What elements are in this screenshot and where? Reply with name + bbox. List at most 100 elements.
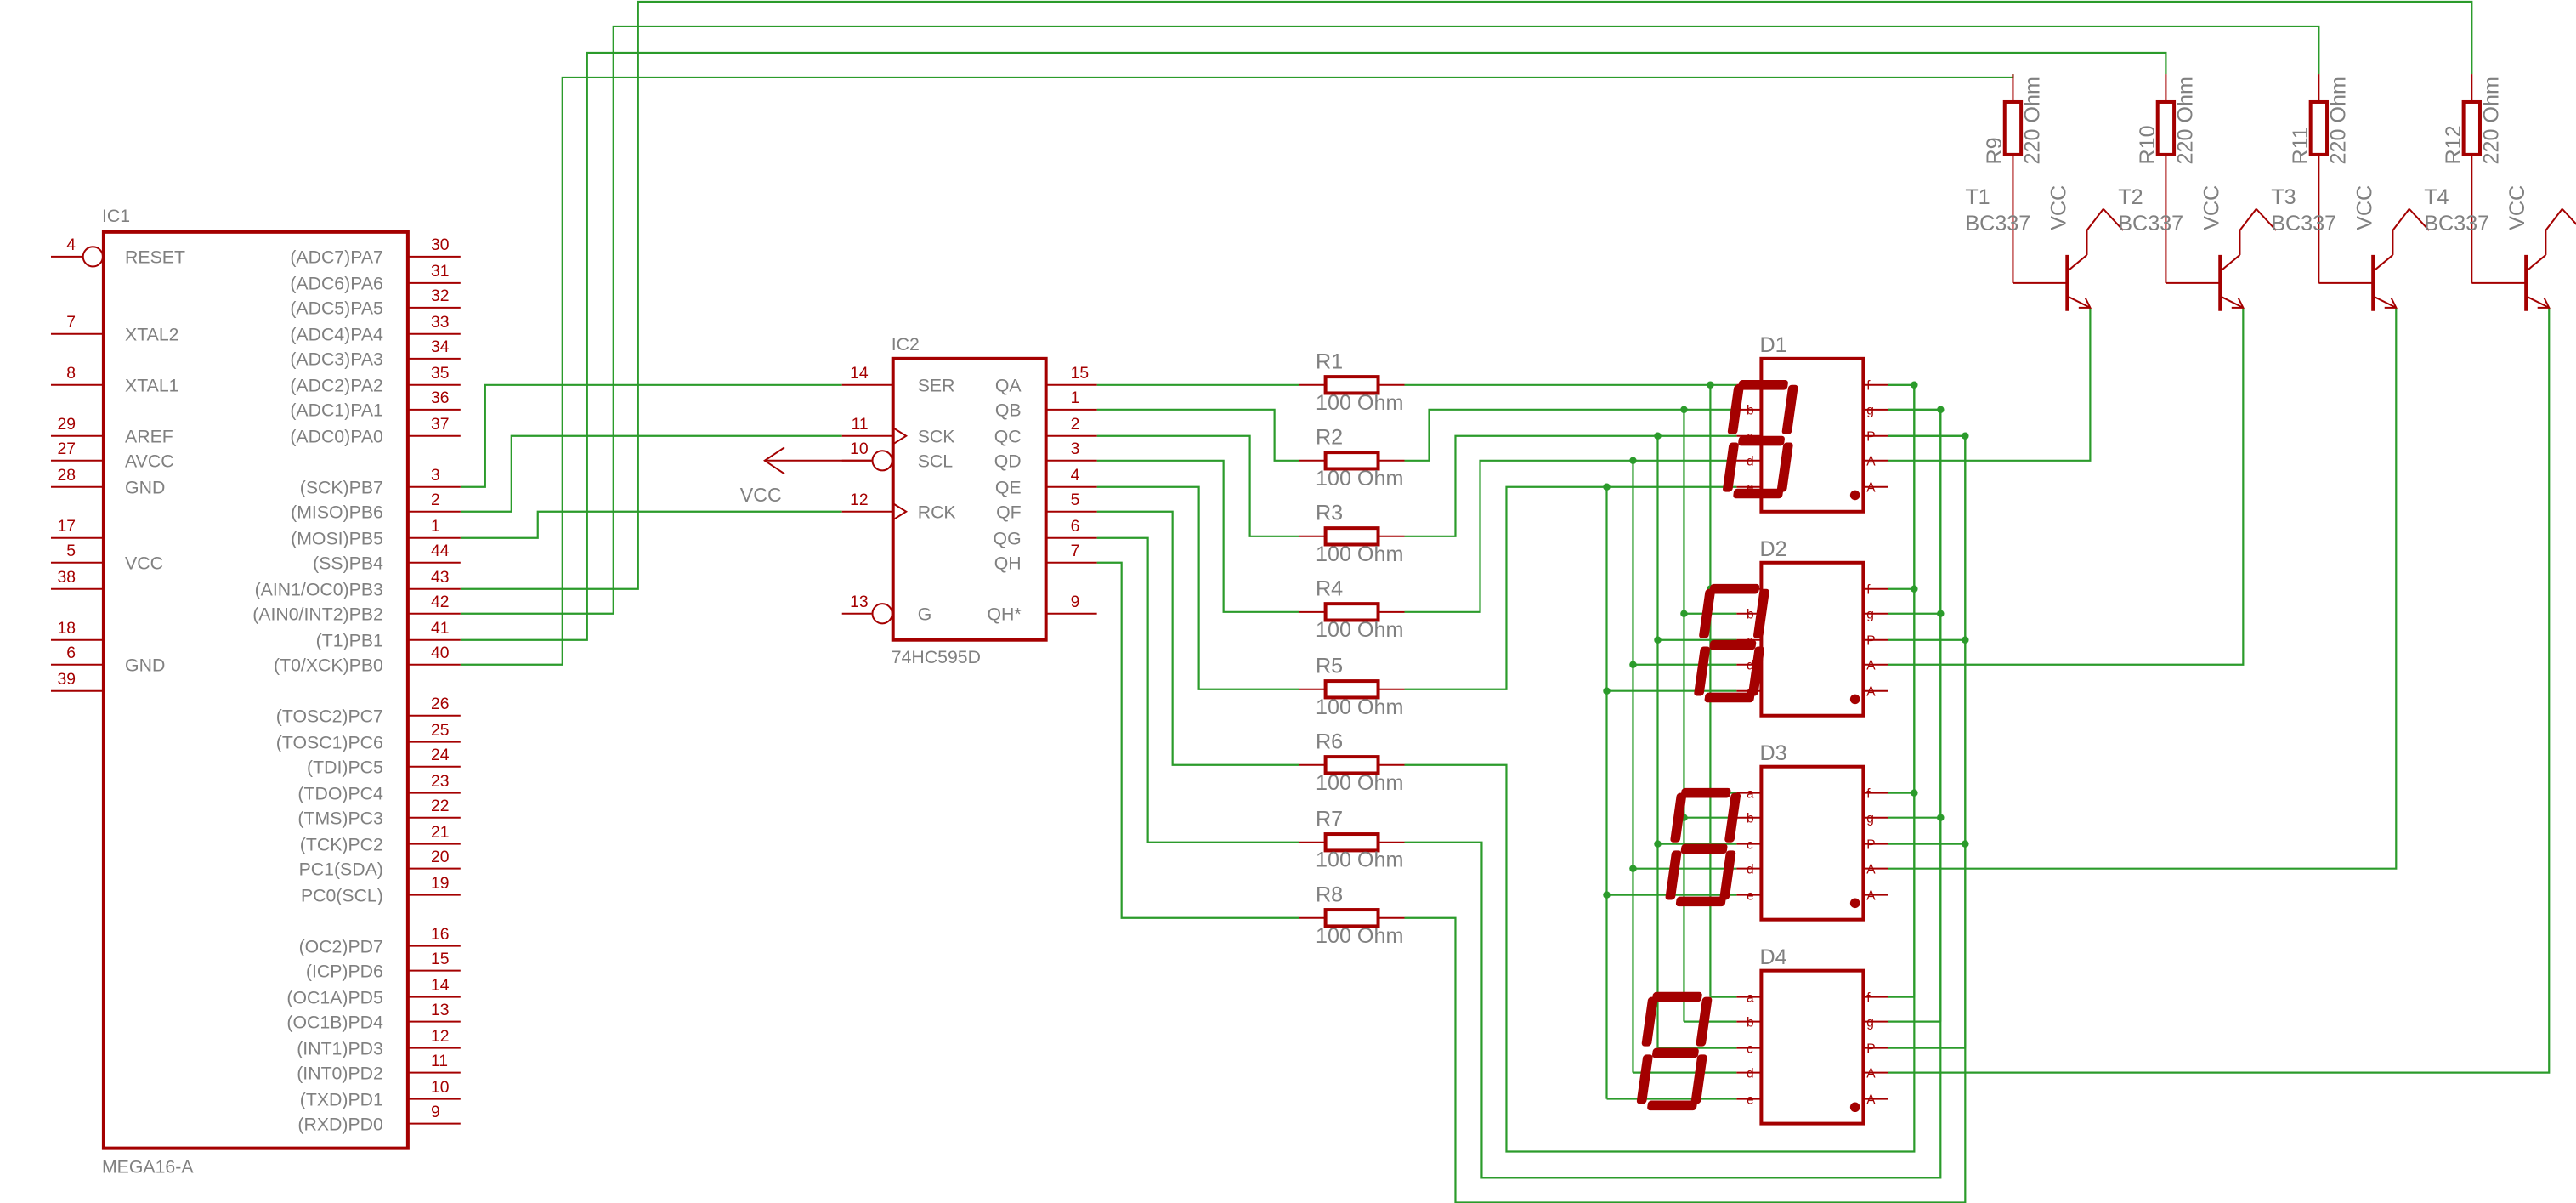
vcc-arrow-symbol (2239, 208, 2257, 231)
display-pin-label: g (1866, 1015, 1874, 1030)
ic1-pin-number: 6 (66, 644, 76, 662)
ic2-pin-number: 12 (850, 491, 869, 509)
wire-q-to-resistor (1096, 459, 1299, 613)
ic1-pin-number: 7 (66, 313, 76, 332)
ic1-pin-number: 44 (431, 542, 450, 560)
resistor-body (1323, 602, 1380, 622)
wire-q-to-resistor (1096, 510, 1299, 766)
display-pin-label: A (1866, 685, 1876, 700)
ic1-pin-number: 14 (431, 976, 450, 995)
ic1-pin-number: 21 (431, 823, 450, 842)
ic1-pin-name: (ADC5)PA5 (290, 298, 383, 319)
display-ref-label: D4 (1759, 945, 1786, 969)
wire-common-anode (1888, 307, 2551, 1074)
display-ref-label: D2 (1759, 537, 1786, 561)
wire-pb5-rck (460, 510, 842, 539)
ic1-pin-name: (ADC6)PA6 (290, 274, 383, 294)
junction-dot (1603, 687, 1611, 695)
display-pin-label: A (1866, 659, 1876, 673)
resistor-body (2155, 99, 2177, 156)
ic1-pin-number: 36 (431, 389, 450, 407)
display-pin-label: P (1866, 1041, 1875, 1056)
display-segment (1753, 588, 1769, 638)
ic2-pin-name: SCK (918, 427, 955, 447)
resistor-value-label: 100 Ohm (1316, 848, 1403, 872)
ic2-pin-number: 14 (850, 364, 869, 383)
transistor-collector (2219, 254, 2241, 273)
ic1-pin-name: (ADC7)PA7 (290, 247, 383, 268)
resistor-body (1323, 832, 1380, 853)
ic1-pin-name: (TOSC2)PC7 (276, 706, 383, 726)
ic1-pin-number: 27 (57, 440, 76, 458)
junction-dot (1629, 865, 1637, 872)
components: IC1MEGA16-A4RESET7XTAL28XTAL129AREF27AVC… (50, 74, 2576, 1177)
display-segment (1699, 588, 1715, 638)
ic2-pin-name: QG (994, 528, 1022, 548)
ic2-pin-name: QB (995, 400, 1022, 421)
display-segment (1724, 792, 1741, 843)
transistor-value-label: BC337 (2118, 212, 2183, 235)
ic2-pin-number: 10 (850, 440, 869, 458)
ic1-pin-name: (ADC3)PA3 (290, 349, 383, 370)
ic1-pin-name: (TOSC1)PC6 (276, 732, 383, 752)
ic2-pin-name: QH* (987, 604, 1021, 624)
ic2-pin-number: 13 (850, 593, 869, 611)
ic1-pin-name: XTAL1 (125, 376, 178, 396)
wire-q-to-resistor (1096, 561, 1299, 919)
vcc-arrow-symbol (2545, 208, 2563, 231)
display-pin-label: f (1866, 379, 1871, 394)
ic1-pin-number: 8 (66, 364, 76, 383)
wire-common-anode (1888, 307, 2245, 666)
ic1-pin-name: PC0(SCL) (301, 885, 383, 905)
display-pin-label: f (1866, 583, 1871, 598)
ic2-pin-number: 5 (1071, 491, 1080, 509)
ic1-pin-name: (ADC0)PA0 (290, 427, 383, 447)
emitter-arrow (2384, 297, 2398, 309)
transistor-collector (2372, 254, 2394, 273)
display-segment (1733, 488, 1784, 499)
clock-input-marker (892, 502, 909, 521)
ic1-pin-name: (AIN1/OC0)PB3 (255, 579, 383, 599)
junction-dot (1707, 381, 1714, 389)
display-pin-label: P (1866, 837, 1875, 852)
ic1-pin-name: (ICP)PD6 (306, 961, 383, 981)
resistor-ref-label: R4 (1316, 576, 1343, 600)
wires (460, 0, 2551, 1203)
ic1-pin-number: 28 (57, 466, 76, 485)
transistor-collector (2066, 254, 2088, 273)
ic1-pin-name: (TXD)PD1 (300, 1089, 383, 1109)
display-body (1759, 764, 1865, 922)
display-pin-label: e (1747, 481, 1754, 496)
ic2-pin-number: 9 (1071, 593, 1080, 611)
ic1-pin-number: 18 (57, 619, 76, 638)
ic1-pin-name: (SCK)PB7 (300, 478, 383, 498)
display-pin-label: c (1747, 837, 1753, 852)
ic1-value-label: MEGA16-A (102, 1157, 194, 1177)
ic1-pin-name: RESET (125, 247, 185, 268)
display-pin-label: A (1866, 481, 1876, 496)
ic1-pin-number: 24 (431, 746, 450, 764)
resistor-value-label: 100 Ohm (1316, 771, 1403, 795)
ic1-pin-number: 3 (431, 466, 440, 485)
ic1-pin-number: 20 (431, 848, 450, 866)
resistor-body (2308, 99, 2330, 156)
display-segment (1723, 442, 1739, 492)
ic1-pin-number: 15 (431, 950, 450, 968)
junction-dot (1962, 432, 1969, 440)
ic1-pin-name: GND (125, 478, 165, 498)
vcc-arrow-symbol (2561, 208, 2576, 225)
ic1-pin-name: (MOSI)PB5 (291, 528, 383, 548)
resistor-ref-label: R5 (1316, 654, 1343, 678)
ic2-pin-number: 7 (1071, 542, 1080, 560)
display-segment (1776, 442, 1793, 492)
transistor-emitter (2372, 295, 2397, 309)
ic2-pin-number: 11 (852, 415, 869, 434)
display-pin-label: b (1747, 404, 1754, 418)
resistor-ref-label: R7 (1316, 807, 1343, 831)
ic1-pin-name: (SS)PB4 (313, 553, 383, 574)
wire-segment-bus (1404, 408, 1684, 462)
display-pin-label: d (1747, 455, 1754, 469)
wire-pb6-sck (460, 434, 842, 513)
ic1-pin-number: 32 (431, 287, 450, 305)
ic2-pin-number: 1 (1071, 389, 1080, 407)
